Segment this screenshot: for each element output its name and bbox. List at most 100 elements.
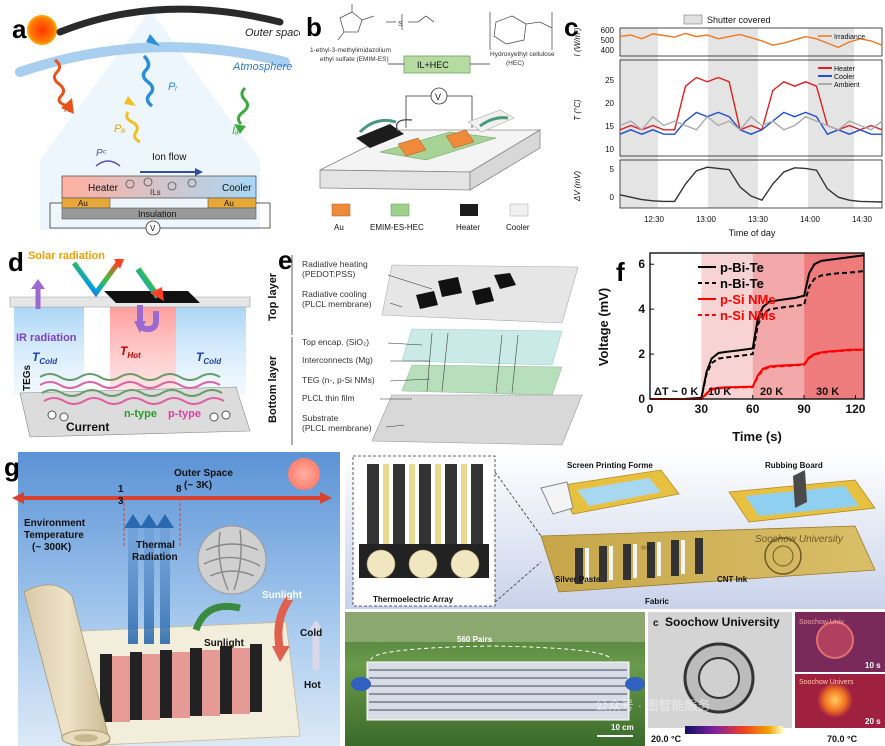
subplot-frame-2: [619, 159, 883, 209]
label-pa: Pₐ: [114, 123, 125, 135]
svg-text:公众号 · 图智能服务: 公众号 · 图智能服务: [595, 698, 711, 713]
svg-text:Au: Au: [334, 223, 344, 232]
svg-text:Rubbing Board: Rubbing Board: [765, 461, 823, 470]
university-seal: [764, 537, 802, 575]
label-cooler: Cooler: [222, 183, 252, 194]
svg-text:I (W/m²): I (W/m²): [573, 27, 582, 56]
svg-text:Soochow Univ: Soochow Univ: [799, 619, 844, 626]
svg-text:CNT Ink: CNT Ink: [717, 575, 748, 584]
svg-text:600: 600: [601, 26, 615, 35]
panel-label-g: g: [4, 452, 20, 482]
svg-text:Outer Space: Outer Space: [174, 468, 233, 479]
svg-text:Solar radiation: Solar radiation: [28, 250, 105, 262]
svg-text:Hot: Hot: [304, 680, 321, 691]
emim-structure: [337, 4, 435, 41]
svg-text:c: c: [653, 618, 659, 629]
svg-text:13:30: 13:30: [748, 215, 769, 224]
panel-label-f: f: [616, 257, 625, 287]
svg-text:TEGs: TEGs: [22, 364, 33, 391]
svg-text:ΔT ~ 0 K: ΔT ~ 0 K: [654, 386, 698, 398]
voltage-series: [650, 254, 865, 400]
svg-text:p-Bi-Te: p-Bi-Te: [720, 260, 764, 275]
legend-au-swatch: [331, 203, 351, 217]
svg-text:Fabric: Fabric: [645, 597, 670, 606]
teg-traces: [39, 373, 225, 405]
svg-text:PLCL thin film: PLCL thin film: [302, 393, 355, 403]
y-tick-label: 6: [638, 257, 645, 271]
temperature-scale: [685, 726, 783, 734]
panel-a: Outer space Atmosphere Iₛ Pᵣ Pₐ Iₐ Pᶜ Io…: [0, 0, 300, 240]
svg-text:Current: Current: [66, 420, 109, 434]
svg-text:Top encap. (SiO₂): Top encap. (SiO₂): [302, 337, 369, 347]
pa-wave: [125, 111, 141, 144]
svg-text:p-Si NMs: p-Si NMs: [720, 292, 776, 307]
svg-text:400: 400: [601, 46, 615, 55]
svg-text:Thermal: Thermal: [136, 540, 175, 551]
panel-g-photos: 560 Pairs 10 cm c Soochow University 20.…: [345, 612, 885, 746]
panel-c: Shutter covered I (W/m²) T (°C) ΔV (mV) …: [562, 0, 885, 240]
series-line-irradiance: [619, 32, 883, 49]
svg-text:TEG (n-, p-Si NMs): TEG (n-, p-Si NMs): [302, 375, 375, 385]
svg-text:5: 5: [610, 165, 615, 174]
y-tick-label: 4: [638, 302, 645, 316]
device-body: [61, 175, 257, 199]
svg-text:Time (s): Time (s): [732, 429, 782, 444]
svg-text:T (°C): T (°C): [573, 99, 582, 121]
label-pr: Pᵣ: [168, 81, 178, 93]
svg-text:30 K: 30 K: [816, 386, 839, 398]
svg-text:14:30: 14:30: [852, 215, 873, 224]
series-line-p-bi-te: [650, 254, 865, 400]
x-tick-label: 60: [746, 402, 760, 416]
svg-text:(PLCL membrane): (PLCL membrane): [302, 299, 372, 309]
svg-text:S: S: [398, 21, 403, 28]
legend-gel-swatch: [390, 203, 410, 217]
solar-wave: [52, 58, 68, 108]
svg-text:20 s: 20 s: [865, 717, 881, 726]
svg-text:10 s: 10 s: [865, 661, 881, 670]
svg-text:Substrate: Substrate: [302, 413, 339, 423]
svg-text:Soochow Univers: Soochow Univers: [799, 679, 854, 686]
svg-text:n-type: n-type: [124, 408, 157, 420]
plot-frame: [649, 252, 865, 400]
temperature-zones: [650, 253, 864, 399]
photo-strip: 560 Pairs 10 cm c Soochow University 20.…: [345, 612, 885, 746]
atmosphere-arc: [15, 42, 290, 77]
series-line-n-si-nms: [650, 349, 864, 400]
pr-wave: [141, 54, 155, 108]
svg-text:1-ethyl-3-methylimidazolium: 1-ethyl-3-methylimidazolium: [310, 47, 391, 54]
zone-2: [752, 253, 805, 399]
svg-text:20: 20: [605, 99, 614, 108]
svg-text:n-Si NMs: n-Si NMs: [720, 308, 776, 323]
svg-text:14:00: 14:00: [800, 215, 821, 224]
y-tick-label: 0: [638, 392, 645, 406]
panel-e-diagram: Top layer Bottom layer Radiative heating…: [267, 255, 583, 446]
svg-text:○○: ○○: [641, 543, 651, 552]
svg-text:3: 3: [118, 496, 124, 507]
svg-text:Voltage (mV): Voltage (mV): [596, 288, 611, 367]
svg-text:13:00: 13:00: [696, 215, 717, 224]
svg-text:Interconnects (Mg): Interconnects (Mg): [302, 355, 373, 365]
svg-text:Radiative heating: Radiative heating: [302, 259, 368, 269]
svg-text:Cold: Cold: [300, 628, 322, 639]
svg-text:n-Bi-Te: n-Bi-Te: [720, 276, 764, 291]
svg-text:10 cm: 10 cm: [611, 723, 634, 732]
svg-text:560 Pairs: 560 Pairs: [457, 635, 493, 644]
substrate-e: [371, 394, 583, 446]
series-line--v: [619, 166, 883, 203]
svg-text:Soochow University: Soochow University: [665, 615, 780, 629]
svg-text:Heater: Heater: [834, 66, 856, 73]
zone-0: [650, 253, 702, 399]
panel-label-d: d: [8, 247, 24, 277]
teg-layer: [401, 364, 563, 396]
svg-text:Ambient: Ambient: [834, 82, 860, 89]
sun-icon: [27, 15, 57, 45]
sunlight-arrow: [192, 602, 241, 632]
label-outer-space: Outer space: [245, 27, 300, 39]
svg-text:ethyl sulfate (EMIM-ES): ethyl sulfate (EMIM-ES): [320, 56, 389, 63]
panel-a-diagram: Outer space Atmosphere Iₛ Pᵣ Pₐ Iₐ Pᶜ Io…: [15, 5, 300, 236]
fiber-inset: [197, 525, 267, 595]
x-tick-label: 120: [845, 402, 865, 416]
panel-g-left: Outer Space (~ 3K) 1 3 8 Environment Tem…: [0, 452, 340, 746]
